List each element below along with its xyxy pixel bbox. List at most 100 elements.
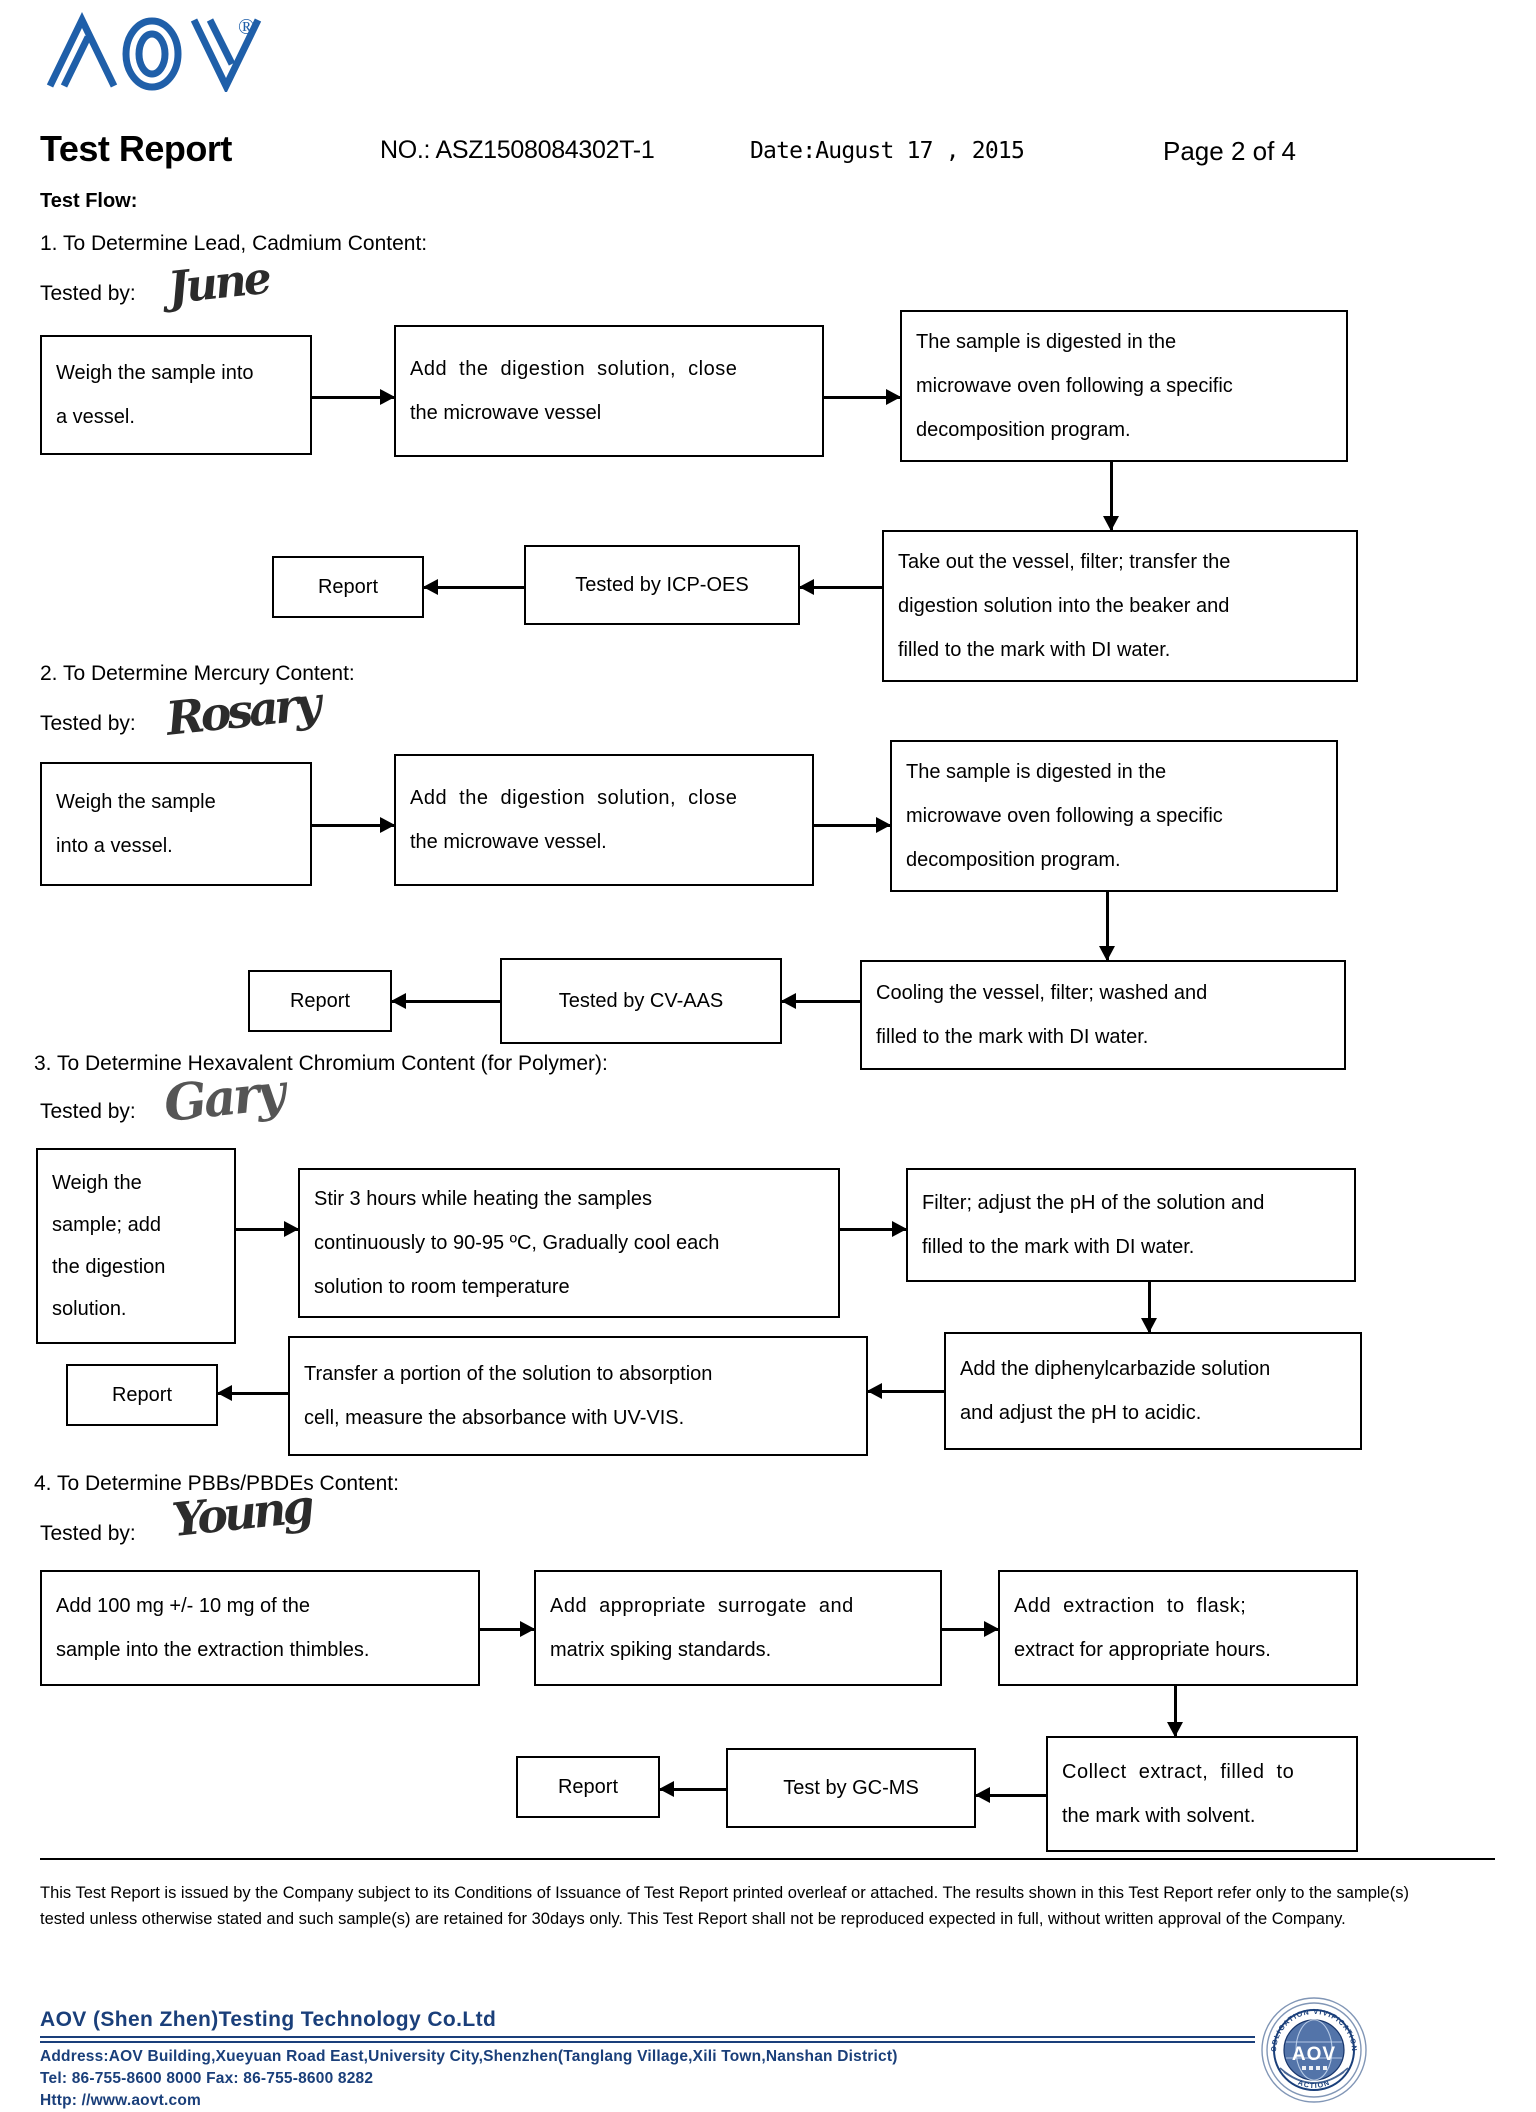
- disclaimer-text: This Test Report is issued by the Compan…: [40, 1884, 1409, 1928]
- box-line: matrix spiking standards.: [550, 1639, 772, 1661]
- arrow-right: [480, 1621, 535, 1637]
- box-line: decomposition program.: [916, 419, 1131, 441]
- box-line: Weigh the sample: [56, 791, 216, 813]
- box-line: Report: [557, 1776, 619, 1798]
- page-number: Page 2 of 4: [1163, 136, 1296, 166]
- section-2-box-5: Tested by CV-AAS: [500, 958, 782, 1044]
- arrow-right: [236, 1221, 299, 1237]
- box-line: Add extraction to flask;: [1014, 1595, 1247, 1617]
- box-line: Add appropriate surrogate and: [550, 1595, 854, 1617]
- section-3-box-1: Weigh the sample; add the digestion solu…: [36, 1148, 236, 1344]
- arrow-right: [840, 1221, 907, 1237]
- company-seal: AOV OBLIGATION VIVIFICATION ACTION: [1258, 1994, 1370, 2106]
- section-2-box-report: Report: [248, 970, 392, 1032]
- arrow-right: [312, 817, 395, 833]
- section-2-box-3: The sample is digested in the microwave …: [890, 740, 1338, 892]
- box-line: the mark with solvent.: [1062, 1805, 1256, 1827]
- arrow-left: [781, 993, 860, 1009]
- arrow-left: [217, 1385, 288, 1401]
- section-3-box-2: Stir 3 hours while heating the samples c…: [298, 1168, 840, 1318]
- section-3-box-4: Add the diphenylcarbazide solution and a…: [944, 1332, 1362, 1450]
- arrow-down: [1167, 1686, 1183, 1737]
- section-4-tested-by-label: Tested by:: [40, 1522, 136, 1545]
- section-1-box-1: Weigh the sample into a vessel.: [40, 335, 312, 455]
- box-line: the microwave vessel: [410, 402, 602, 424]
- arrow-left: [423, 579, 524, 595]
- box-line: Add the digestion solution, close: [410, 358, 738, 380]
- footer-divider: [40, 1858, 1495, 1860]
- company-tel-fax: Tel: 86-755-8600 8000 Fax: 86-755-8600 8…: [40, 2070, 374, 2087]
- company-website: Http: //www.aovt.com: [40, 2092, 202, 2109]
- box-line: Add the digestion solution, close: [410, 787, 738, 809]
- box-line: solution.: [52, 1298, 127, 1320]
- registered-trademark-icon: ®: [238, 14, 255, 39]
- box-line: Stir 3 hours while heating the samples: [314, 1188, 652, 1210]
- box-line: Add the diphenylcarbazide solution: [960, 1358, 1271, 1380]
- section-3-signature: Gary: [161, 1061, 286, 1134]
- section-1-box-report: Report: [272, 556, 424, 618]
- section-2-title: 2. To Determine Mercury Content:: [40, 662, 355, 685]
- company-contact-block: Address:AOV Building,Xueyuan Road East,U…: [40, 2046, 898, 2112]
- box-line: Tested by CV-AAS: [558, 990, 724, 1012]
- section-4-box-1: Add 100 mg +/- 10 mg of the sample into …: [40, 1570, 480, 1686]
- section-4-box-2: Add appropriate surrogate and matrix spi…: [534, 1570, 942, 1686]
- company-address: Address:AOV Building,Xueyuan Road East,U…: [40, 2048, 898, 2065]
- box-line: Report: [111, 1384, 173, 1406]
- box-line: decomposition program.: [906, 849, 1121, 871]
- section-3-box-5: Transfer a portion of the solution to ab…: [288, 1336, 868, 1456]
- box-line: Tested by ICP-OES: [575, 574, 749, 596]
- report-number: NO.: ASZ1508084302T-1: [380, 136, 655, 164]
- arrow-right: [312, 389, 395, 405]
- box-line: filled to the mark with DI water.: [876, 1026, 1149, 1048]
- box-line: microwave oven following a specific: [916, 375, 1233, 397]
- box-line: microwave oven following a specific: [906, 805, 1223, 827]
- aov-logo-icon: [46, 11, 262, 95]
- section-2-tested-by-label: Tested by:: [40, 712, 136, 735]
- box-line: Test by GC-MS: [783, 1777, 919, 1799]
- test-flow-label: Test Flow:: [40, 190, 138, 212]
- section-4-title: 4. To Determine PBBs/PBDEs Content:: [34, 1472, 399, 1495]
- section-4-box-5: Test by GC-MS: [726, 1748, 976, 1828]
- box-line: a vessel.: [56, 406, 135, 428]
- box-line: The sample is digested in the: [916, 331, 1177, 353]
- arrow-left: [391, 993, 500, 1009]
- box-line: and adjust the pH to acidic.: [960, 1402, 1202, 1424]
- section-2-box-2: Add the digestion solution, close the mi…: [394, 754, 814, 886]
- report-date: Date:August 17 , 2015: [750, 138, 1025, 164]
- section-1-box-3: The sample is digested in the microwave …: [900, 310, 1348, 462]
- section-2-box-1: Weigh the sample into a vessel.: [40, 762, 312, 886]
- arrow-down: [1103, 462, 1119, 531]
- box-line: Report: [317, 576, 379, 598]
- box-line: Transfer a portion of the solution to ab…: [304, 1363, 713, 1385]
- seal-text-bottom: ACTION: [1297, 2078, 1330, 2090]
- box-line: the digestion: [52, 1256, 166, 1278]
- section-2-signature: Rosary: [163, 676, 320, 746]
- box-line: Filter; adjust the pH of the solution an…: [922, 1192, 1265, 1214]
- arrow-down: [1141, 1282, 1157, 1333]
- section-1-tested-by-label: Tested by:: [40, 282, 136, 305]
- arrow-left: [867, 1383, 944, 1399]
- page-title: Test Report: [40, 128, 232, 169]
- box-line: the microwave vessel.: [410, 831, 607, 853]
- section-1-signature: June: [165, 252, 272, 315]
- section-4-box-4: Collect extract, filled to the mark with…: [1046, 1736, 1358, 1852]
- box-line: Add 100 mg +/- 10 mg of the: [56, 1595, 311, 1617]
- box-line: solution to room temperature: [314, 1276, 570, 1298]
- box-line: digestion solution into the beaker and: [898, 595, 1230, 617]
- box-line: into a vessel.: [56, 835, 173, 857]
- arrow-down: [1099, 892, 1115, 961]
- arrow-right: [824, 389, 901, 405]
- arrow-right: [942, 1621, 999, 1637]
- section-2-box-4: Cooling the vessel, filter; washed and f…: [860, 960, 1346, 1070]
- company-seal-icon: AOV OBLIGATION VIVIFICATION ACTION: [1261, 1997, 1367, 2103]
- box-line: continuously to 90-95 ºC, Gradually cool…: [314, 1232, 720, 1254]
- box-line: sample into the extraction thimbles.: [56, 1639, 370, 1661]
- arrow-right: [814, 817, 891, 833]
- arrow-left: [975, 1787, 1046, 1803]
- aov-logo: ®: [42, 11, 272, 95]
- section-1-box-4: Take out the vessel, filter; transfer th…: [882, 530, 1358, 682]
- section-4-box-3: Add extraction to flask; extract for app…: [998, 1570, 1358, 1686]
- section-4-box-report: Report: [516, 1756, 660, 1818]
- section-3-title: 3. To Determine Hexavalent Chromium Cont…: [34, 1052, 608, 1075]
